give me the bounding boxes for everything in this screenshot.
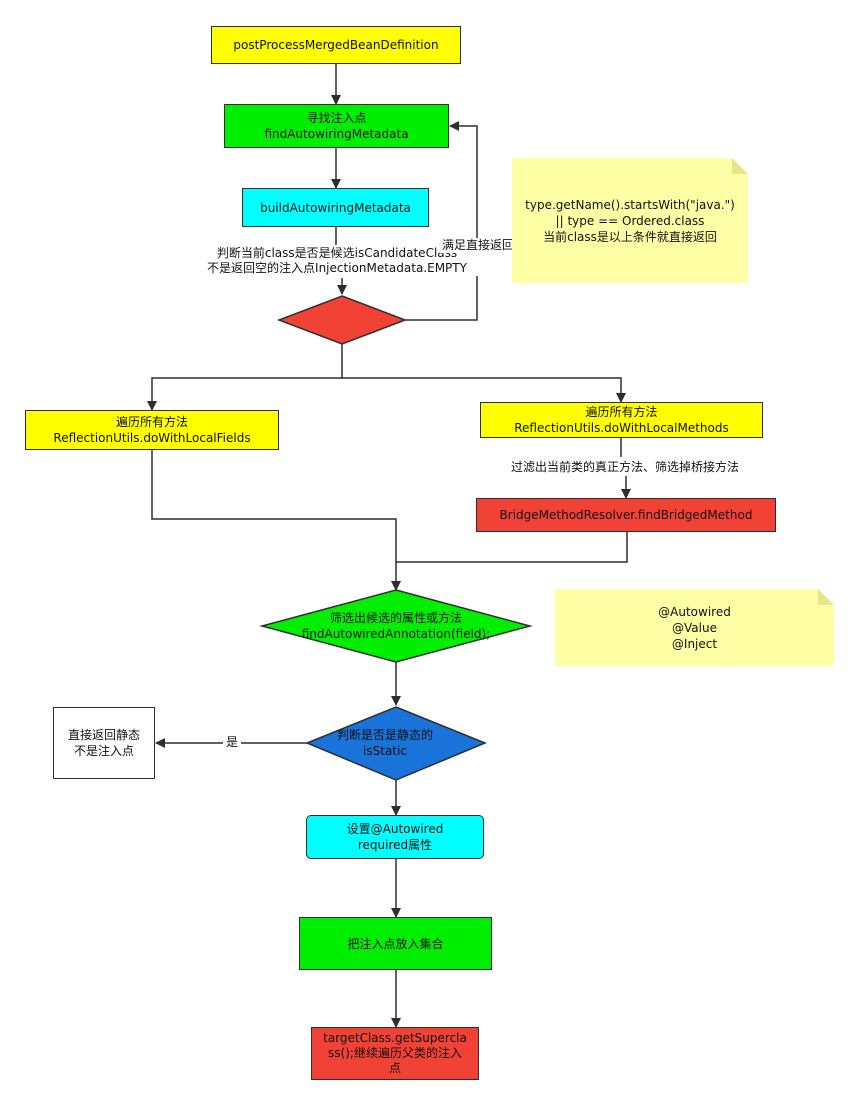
node-get-superclass: targetClass.getSupercla ss();继续遍历父类的注入 点 [311, 1027, 479, 1080]
decision-diamond-static [305, 706, 487, 781]
edge-fields-to-filter [151, 450, 401, 591]
node-do-with-local-methods: 遍历所有方法 ReflectionUtils.doWithLocalMethod… [480, 402, 763, 438]
note-class-check: type.getName().startsWith("java.") || ty… [512, 158, 748, 283]
node-add-to-set: 把注入点放入集合 [299, 917, 492, 970]
edge-label-candidate-check: 判断当前class是否是候选isCandidateClass 不是返回空的注入点… [196, 246, 478, 276]
decision-filter-label: 筛选出候选的属性或方法 findAutowiredAnnotation(fiel… [301, 611, 491, 641]
node-return-static: 直接返回静态 不是注入点 [53, 707, 155, 779]
decision-static-label: 判断是否是静态的 isStatic [336, 728, 433, 758]
note-annotations: @Autowired @Value @Inject [555, 589, 834, 666]
node-build-autowiring-metadata: buildAutowiringMetadata [242, 188, 429, 227]
node-post-process: postProcessMergedBeanDefinition [211, 26, 461, 64]
node-set-required: 设置@Autowired required属性 [306, 815, 484, 859]
edge-bridge-to-filter [396, 532, 628, 563]
edge-decision-to-methods [342, 377, 626, 403]
decision-diamond-filter [259, 589, 533, 663]
edge-label-satisfied-return: 满足直接返回 [437, 238, 519, 253]
edge-satisfied-return [405, 121, 478, 321]
edge-label-yes: 是 [223, 735, 241, 750]
node-find-bridged-method: BridgeMethodResolver.findBridgedMethod [476, 498, 776, 532]
edge-decision-to-fields [147, 344, 343, 411]
node-do-with-local-fields: 遍历所有方法 ReflectionUtils.doWithLocalFields [25, 410, 279, 450]
decision-diamond-candidate [276, 295, 408, 345]
node-find-autowiring-metadata: 寻找注入点 findAutowiringMetadata [224, 104, 449, 148]
edge-label-filter-bridge: 过滤出当前类的真正方法、筛选掉桥接方法 [497, 460, 753, 475]
